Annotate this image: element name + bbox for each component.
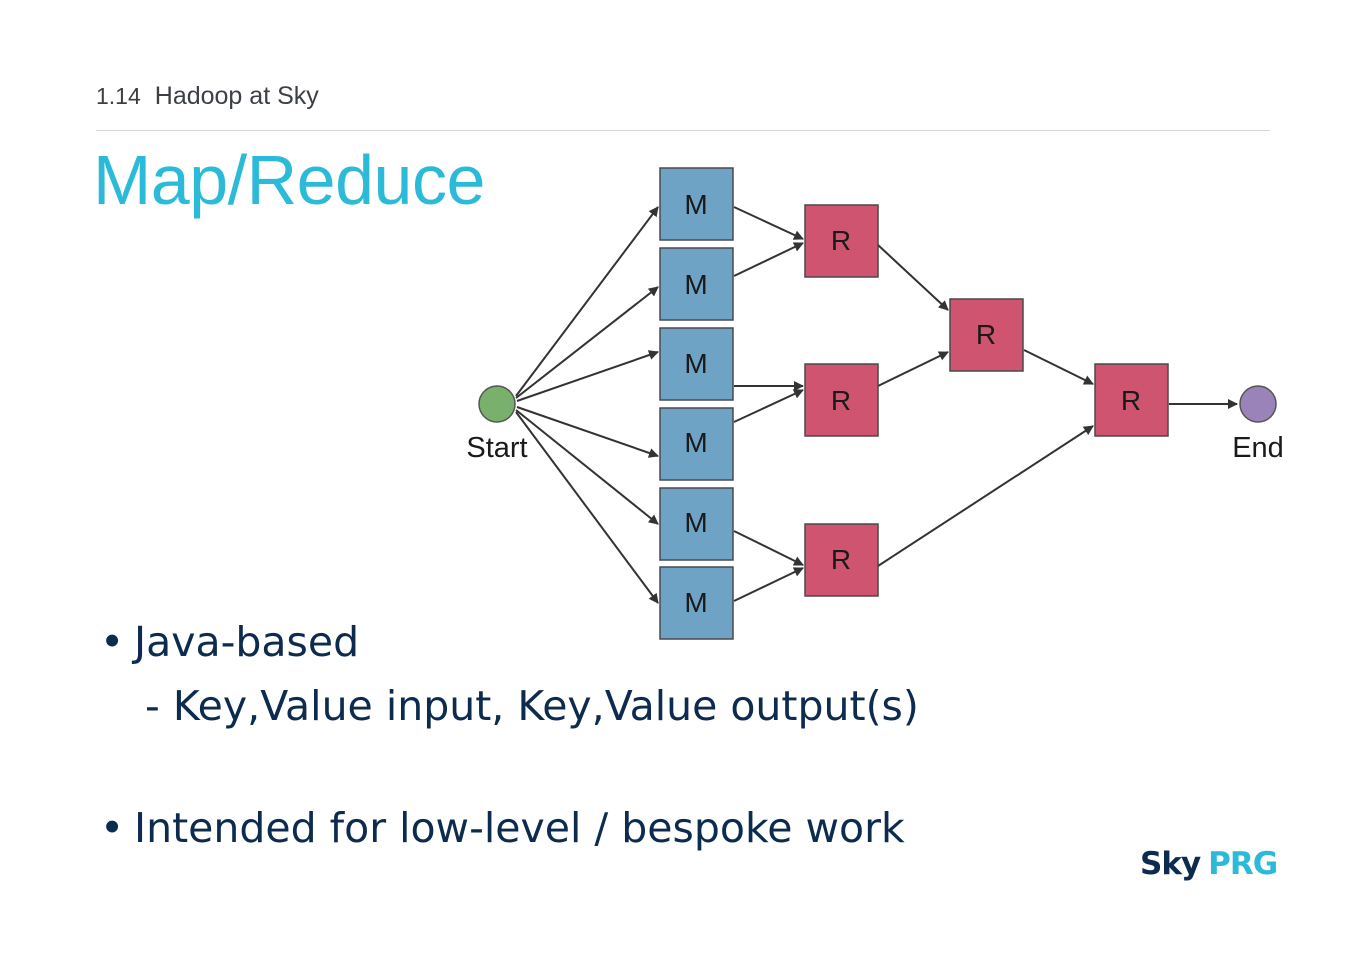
bullet-item: •Java-based [100, 618, 359, 666]
map-box-3: M [659, 327, 734, 401]
reduce-box-label: R [831, 225, 851, 256]
arrow-start-m2 [515, 286, 659, 399]
bullet-dot: • [100, 804, 125, 852]
arrow-start-m3 [516, 350, 659, 402]
start-node [478, 385, 516, 423]
arrow-start-m6 [515, 411, 659, 604]
bullet-text: Java-based [134, 618, 360, 666]
reduce-box-label: R [1121, 385, 1141, 416]
end-node [1239, 385, 1277, 423]
arrow-m2-r1 [733, 242, 804, 277]
section-number: 1.14 [96, 83, 141, 109]
reduce-box-5: R [1094, 363, 1169, 437]
map-box-6: M [659, 566, 734, 640]
map-box-5: M [659, 487, 734, 561]
reduce-box-label: R [831, 385, 851, 416]
reduce-box-2: R [804, 363, 879, 437]
bullet-item: •Intended for low-level / bespoke work [100, 804, 905, 852]
arrow-r1-r4 [877, 244, 949, 311]
arrow-start-m4 [516, 406, 659, 458]
arrow-m5-r3 [733, 530, 804, 566]
logo-prg-text: PRG [1208, 846, 1278, 882]
end-label: End [1232, 432, 1284, 464]
arrow-start-m1 [515, 206, 659, 397]
reduce-box-label: R [831, 544, 851, 575]
map-box-label: M [684, 507, 707, 538]
header-divider [96, 130, 1270, 131]
map-box-2: M [659, 247, 734, 321]
map-box-1: M [659, 167, 734, 241]
reduce-box-3: R [804, 523, 879, 597]
map-box-4: M [659, 407, 734, 481]
arrow-r3-r5 [877, 425, 1094, 567]
map-box-label: M [684, 269, 707, 300]
map-box-label: M [684, 587, 707, 618]
arrow-m1-r1 [733, 206, 804, 240]
bullet-text: Intended for low-level / bespoke work [134, 804, 905, 852]
map-box-label: M [684, 348, 707, 379]
map-box-label: M [684, 427, 707, 458]
section-header: 1.14 Hadoop at Sky [96, 82, 319, 111]
arrow-r4-r5 [1023, 349, 1094, 385]
reduce-box-1: R [804, 204, 879, 278]
arrow-m4-r2 [733, 389, 804, 423]
reduce-box-label: R [976, 319, 996, 350]
slide-title: Map/Reduce [93, 141, 485, 219]
arrow-m6-r3 [733, 567, 804, 602]
sub-bullet-item: - Key,Value input, Key,Value output(s) [145, 682, 919, 730]
arrow-start-m5 [515, 409, 659, 525]
logo-sky-text: Sky [1140, 846, 1201, 882]
bullet-dot: • [100, 618, 125, 666]
map-box-label: M [684, 189, 707, 220]
section-title: Hadoop at Sky [154, 82, 319, 110]
start-label: Start [466, 432, 527, 464]
reduce-box-4: R [949, 298, 1024, 372]
arrow-r2-r4 [877, 351, 949, 387]
